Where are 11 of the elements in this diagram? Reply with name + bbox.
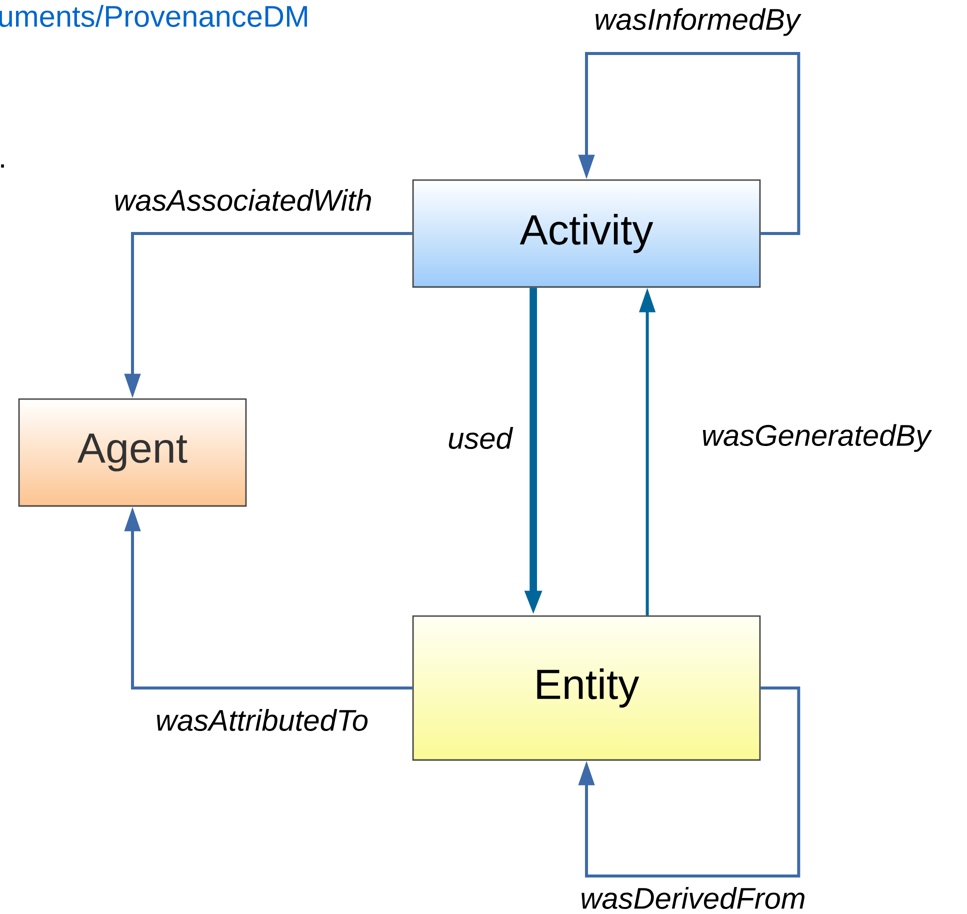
period-mark: . [1, 164, 4, 168]
edge-label: wasAssociatedWith [112, 187, 374, 213]
arrow [578, 686, 800, 878]
edge-label: wasInformedBy [592, 6, 802, 38]
edge-label: wasGeneratedBy [700, 422, 932, 454]
edge-label: used [446, 425, 514, 451]
box: Agent [18, 398, 247, 507]
box: Activity [412, 179, 761, 288]
box: Entity [412, 615, 761, 761]
edge-label: wasDerivedFrom [578, 885, 808, 911]
edge-label: wasAttributedTo [154, 707, 370, 733]
